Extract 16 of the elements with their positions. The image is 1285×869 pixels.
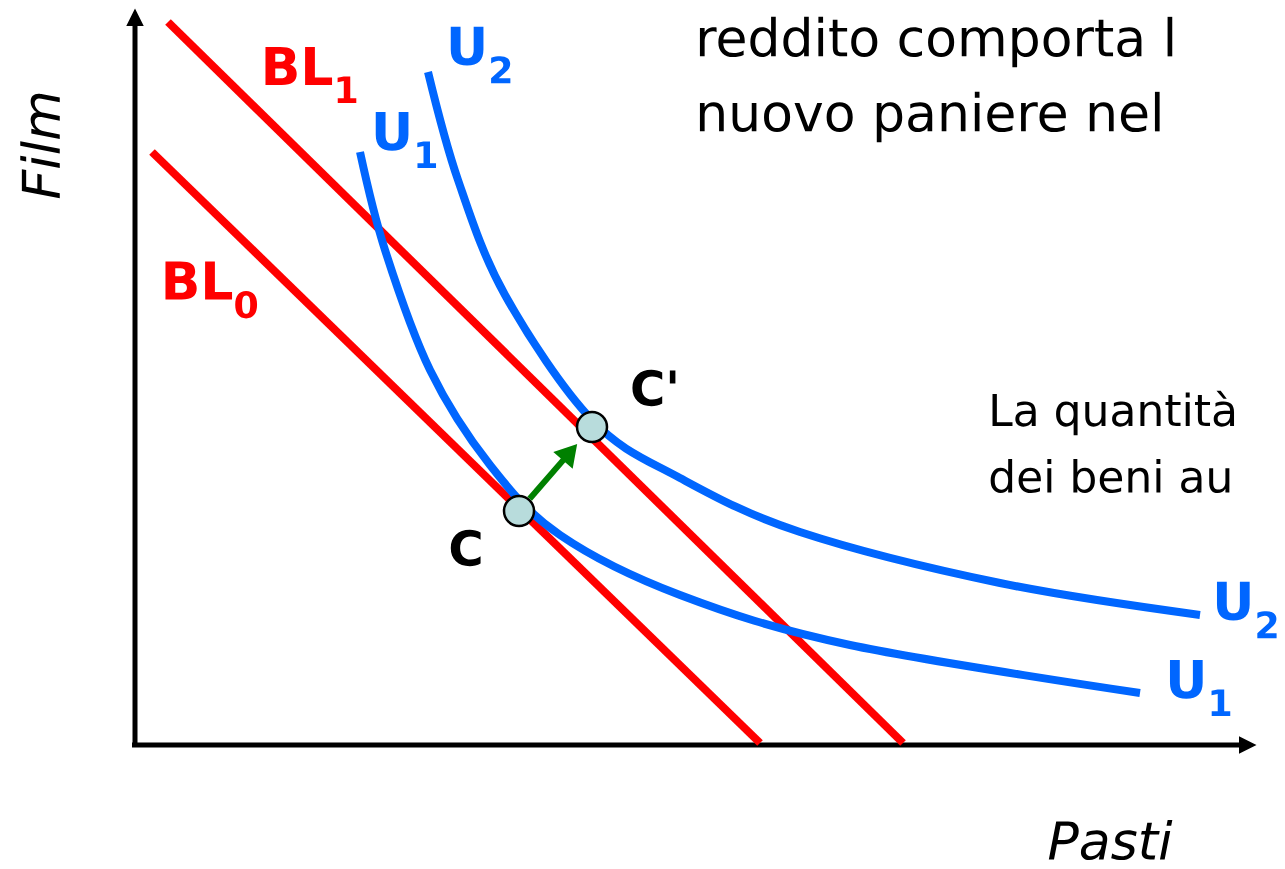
- text-line: La quantità: [992, 390, 1235, 436]
- axis-label: Pasti: [1048, 819, 1173, 861]
- point-marker: [575, 410, 609, 444]
- line-label: BL$_{1}$: [265, 47, 357, 103]
- point-marker: [502, 494, 536, 528]
- point-label: C: [450, 529, 481, 567]
- curve-label: U$_{1}$: [375, 112, 437, 168]
- text-line: dei beni au: [990, 459, 1230, 494]
- axis-label: Film: [20, 93, 60, 199]
- point-label: C': [632, 369, 676, 407]
- curve-label: U$_{2}$: [450, 26, 511, 84]
- curve-label: U$_{1}$: [1170, 660, 1231, 716]
- curve-label: U$_{2}$: [1217, 581, 1277, 639]
- text-line: nuovo paniere nel: [699, 91, 1160, 143]
- line-label: BL$_{0}$: [165, 261, 258, 319]
- text-line: reddito comporta l: [699, 16, 1173, 68]
